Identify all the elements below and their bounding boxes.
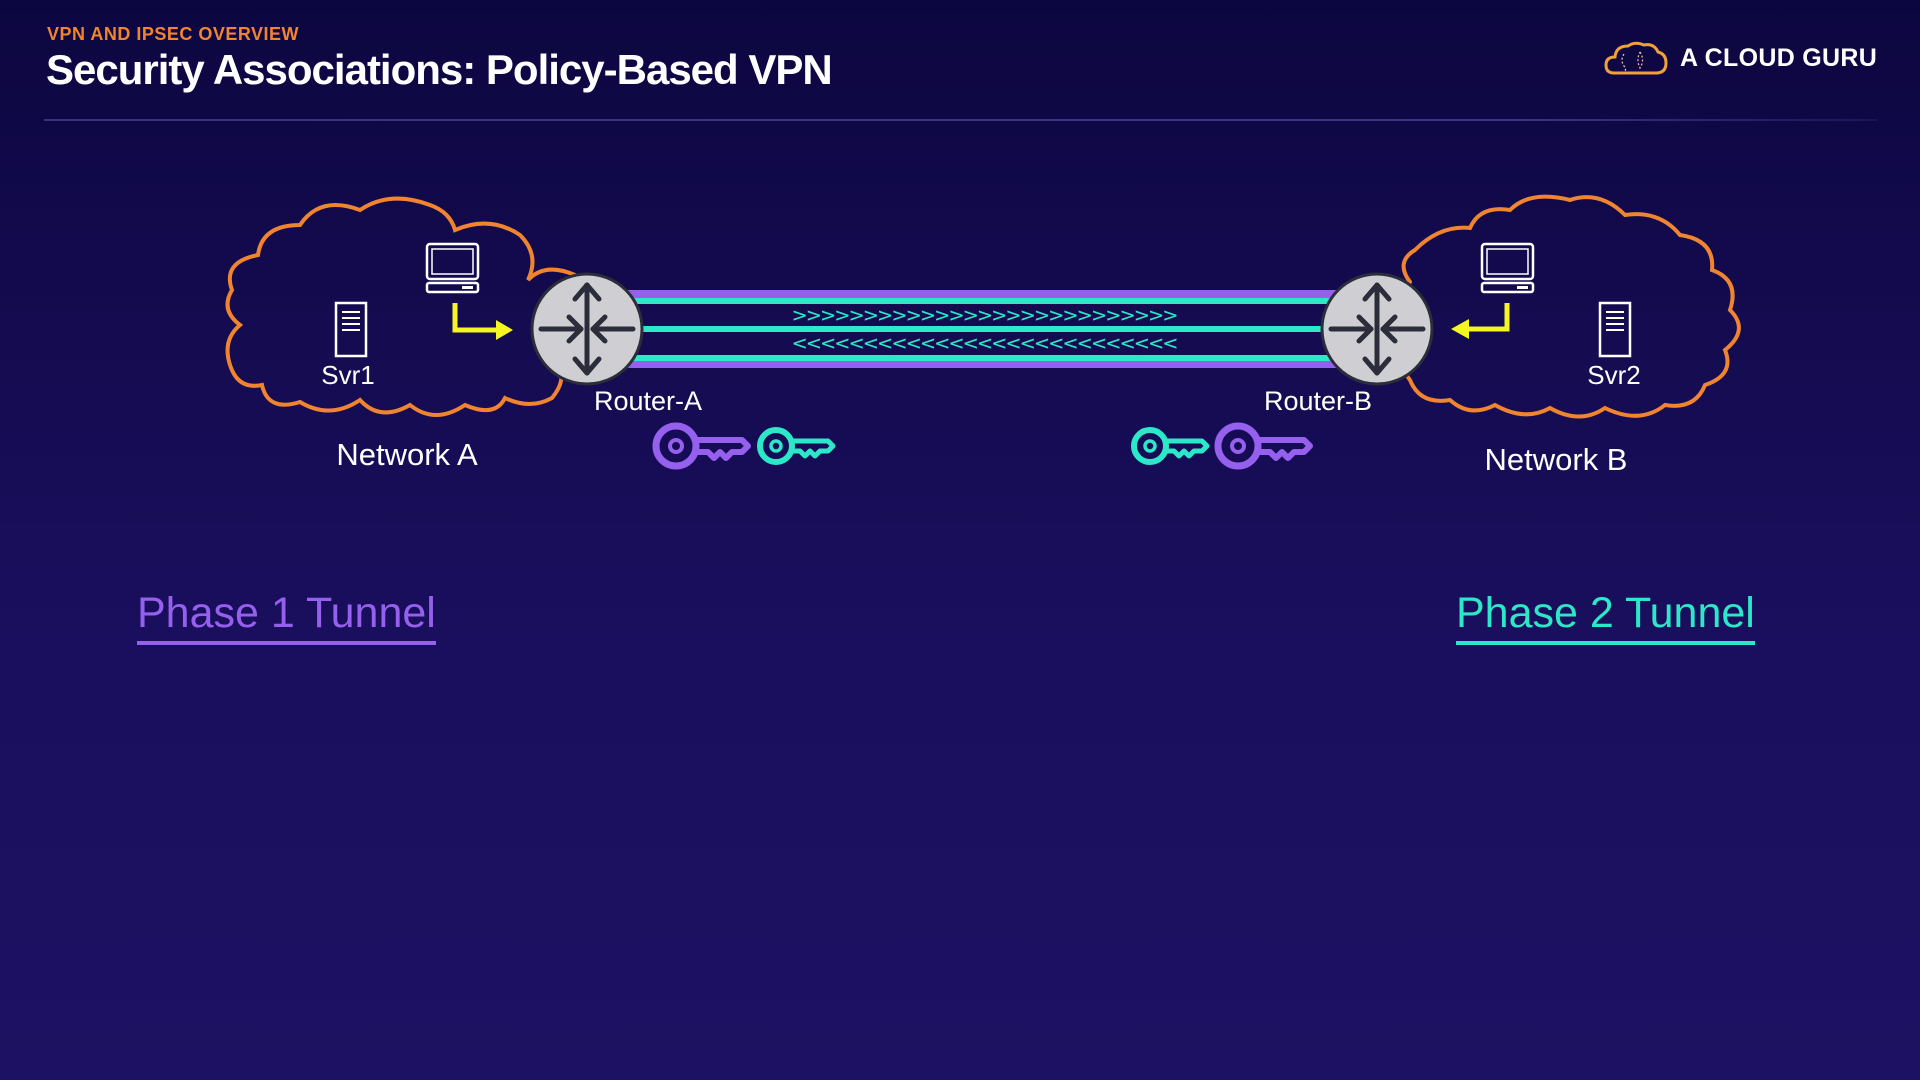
- network-b-cloud: Svr2 Network B: [1401, 194, 1741, 477]
- arrow-left-icon: [1451, 303, 1510, 339]
- router-a-icon: [530, 272, 644, 386]
- network-b-label: Network B: [1485, 442, 1628, 477]
- phase1-key-icon: [652, 422, 751, 470]
- phase1-key-icon: [1214, 422, 1313, 470]
- inbound-traffic-chevrons: <<<<<<<<<<<<<<<<<<<<<<<<<<<: [793, 331, 1178, 355]
- arrow-right-icon: [452, 303, 513, 340]
- phase2-tunnel-top: [590, 298, 1345, 304]
- network-a-label: Network A: [336, 437, 478, 472]
- page-title: Security Associations: Policy-Based VPN: [46, 46, 833, 93]
- workstation-icon: [425, 242, 480, 294]
- phase2-key-icon: [1131, 427, 1210, 465]
- header-divider: [44, 119, 1877, 121]
- section-eyebrow: VPN AND IPSEC OVERVIEW: [47, 24, 300, 44]
- workstation-icon: [1480, 242, 1535, 294]
- router-a-label: Router-A: [594, 386, 702, 416]
- outbound-traffic-chevrons: >>>>>>>>>>>>>>>>>>>>>>>>>>>: [793, 303, 1178, 327]
- router-b-label: Router-B: [1264, 386, 1372, 416]
- phase2-tunnel-middle: [590, 326, 1345, 332]
- network-a-cloud: Svr1 Network A: [225, 196, 577, 472]
- cloud-outline: [1401, 194, 1741, 408]
- cloud-outline-bottom: [298, 368, 564, 417]
- server-icon: [334, 301, 368, 358]
- brand-logo: A CLOUD GURU: [1604, 38, 1877, 78]
- cloud-outline-bottom: [1403, 358, 1667, 419]
- server-label-svr2: Svr2: [1587, 360, 1640, 390]
- phase2-key-icon: [757, 427, 836, 465]
- phase2-tunnel-bottom: [590, 355, 1345, 361]
- brand-name: A CLOUD GURU: [1680, 43, 1878, 72]
- phase1-tunnel-top: [590, 290, 1345, 298]
- server-icon: [1598, 301, 1632, 358]
- router-b-icon: [1320, 272, 1434, 386]
- server-label-svr1: Svr1: [321, 360, 374, 390]
- phase2-tunnel-link[interactable]: Phase 2 Tunnel: [1456, 588, 1755, 645]
- vpn-tunnel: >>>>>>>>>>>>>>>>>>>>>>>>>>> <<<<<<<<<<<<…: [590, 290, 1345, 368]
- phase1-tunnel-link[interactable]: Phase 1 Tunnel: [137, 588, 436, 645]
- cloud-outline: [225, 196, 577, 407]
- cloud-logo-icon: [1604, 41, 1668, 75]
- phase1-tunnel-bottom: [590, 361, 1345, 368]
